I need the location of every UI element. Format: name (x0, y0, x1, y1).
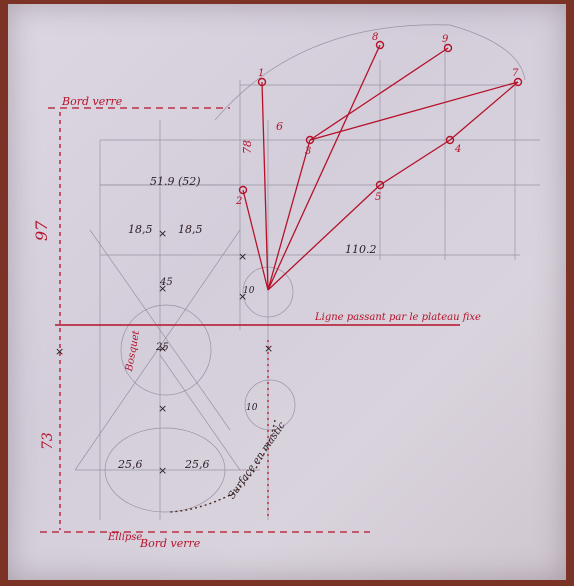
svg-text:×: × (158, 402, 167, 415)
ligne-label: Ligne passant par le plateau fixe (314, 312, 481, 323)
dim-25-6b-label: 25,6 (184, 458, 210, 471)
mastic-curve (169, 419, 276, 513)
dim-78-label: 78 (241, 140, 254, 154)
svg-text:×: × (264, 342, 273, 355)
cross-marks: × × × × × × × × × (55, 227, 273, 477)
bord-bottom-label: Bord verre (139, 537, 201, 550)
dim-25-label: 25 (155, 342, 169, 353)
num-8: 8 (372, 32, 378, 43)
svg-text:×: × (158, 464, 167, 477)
num-1: 1 (258, 68, 264, 79)
dim-45-label: 45 (159, 277, 173, 288)
point-markers (238, 40, 523, 195)
svg-text:×: × (158, 282, 167, 295)
num-6: 6 (276, 120, 283, 133)
bord-top-label: Bord verre (61, 95, 123, 108)
svg-text:×: × (158, 227, 167, 240)
radius-10a-label: 10 (243, 286, 255, 296)
dim-25-6a-label: 25,6 (117, 458, 143, 471)
num-7: 7 (512, 68, 519, 79)
dim-18-5b-label: 18,5 (178, 223, 203, 236)
dim-51-9-label: 51.9 (52) (150, 175, 201, 188)
num-3: 3 (305, 146, 311, 157)
ellipse-label: Ellipse (107, 532, 142, 543)
num-9: 9 (442, 34, 449, 45)
tracing-paper (8, 4, 566, 580)
svg-text:×: × (158, 342, 167, 355)
num-4: 4 (454, 144, 461, 155)
left-dim-label: 97 (32, 220, 51, 241)
dim-18-5a-label: 18,5 (128, 223, 153, 236)
dim-110-2-label: 110.2 (345, 243, 377, 256)
surface-label: Surface en mastic (226, 420, 288, 501)
red-ink-lines (40, 44, 519, 533)
svg-text:×: × (238, 250, 247, 263)
num-2: 2 (235, 196, 242, 207)
pencil-construction (74, 24, 540, 520)
bosquet-label: Bosquet (124, 329, 142, 374)
svg-text:×: × (238, 290, 247, 303)
svg-text:×: × (55, 345, 64, 358)
radius-10b-label: 10 (246, 403, 258, 413)
num-5: 5 (375, 192, 381, 203)
left-dim-lower-label: 73 (40, 432, 56, 450)
